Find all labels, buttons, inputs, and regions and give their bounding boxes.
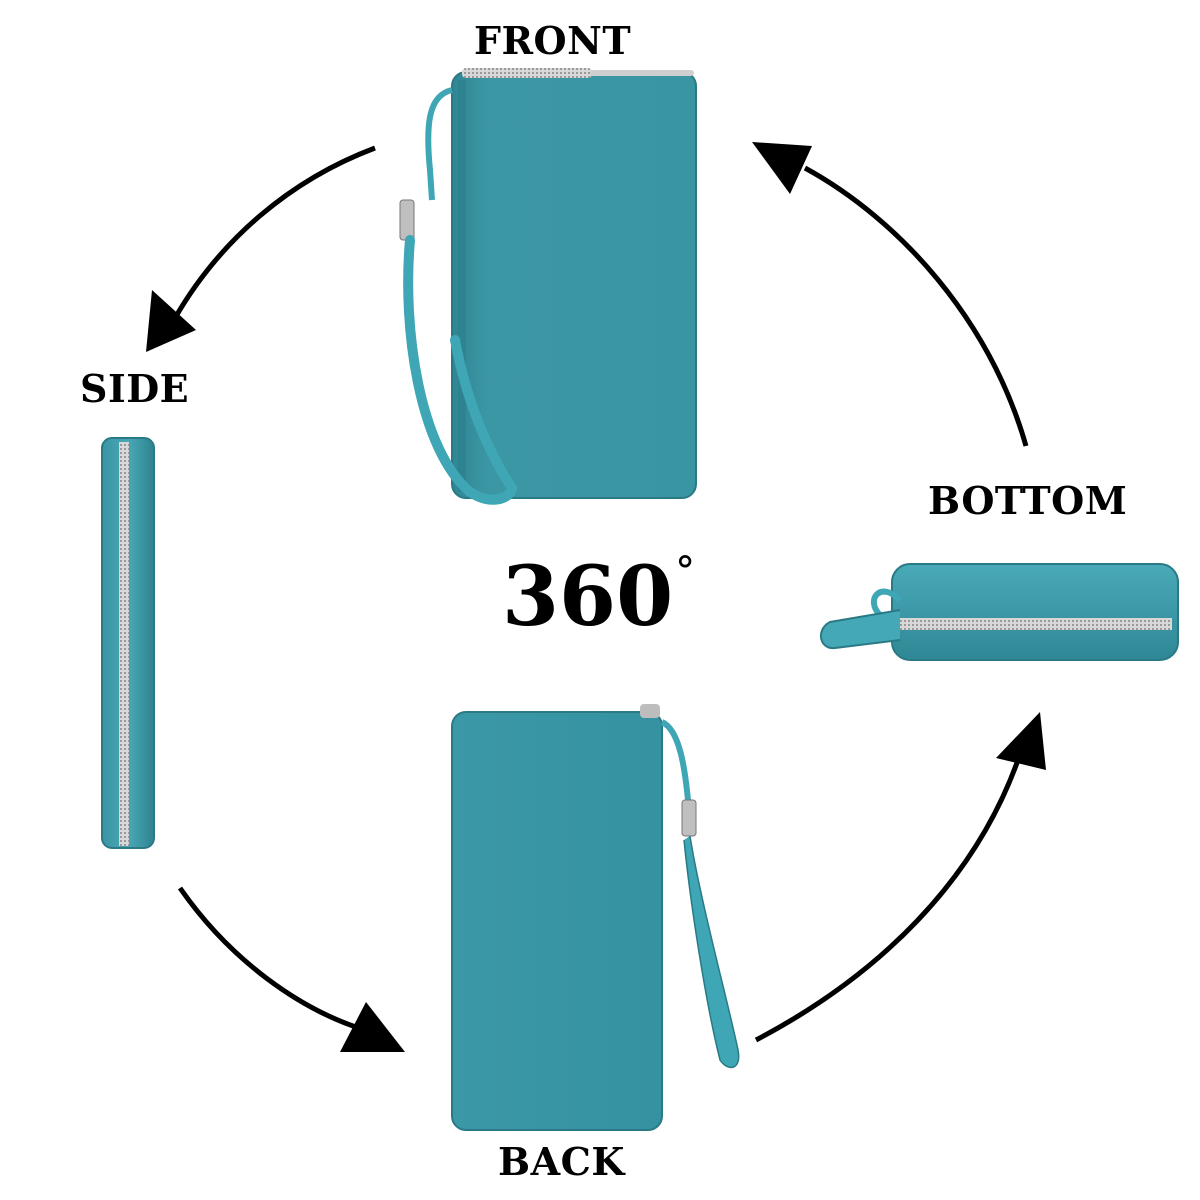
bottom-wallet — [820, 563, 1179, 661]
zipper-pull — [640, 704, 660, 718]
zipper-pull — [462, 68, 592, 78]
arrow-bottom-to-front — [752, 142, 1029, 447]
front-wallet — [399, 68, 697, 505]
strap-clasp — [681, 799, 697, 837]
strap-clasp — [399, 199, 415, 241]
back-label: BACK — [498, 1139, 625, 1184]
bottom-label: BOTTOM — [928, 478, 1128, 523]
front-label: FRONT — [474, 18, 632, 63]
arrow-back-to-bottom — [754, 712, 1046, 1043]
arrow-side-to-back — [177, 886, 405, 1052]
degree-symbol: ° — [675, 549, 696, 595]
back-wallet — [451, 704, 740, 1131]
arrowhead — [146, 290, 196, 352]
side-label: SIDE — [80, 366, 190, 411]
arrowhead — [996, 712, 1046, 770]
side-wallet — [101, 437, 155, 849]
rotation-value: 360 — [502, 549, 674, 645]
arrowhead — [752, 142, 812, 194]
rotation-label: 360° — [502, 552, 695, 638]
arrow-front-to-side — [146, 145, 376, 352]
arrowhead — [340, 1002, 405, 1052]
